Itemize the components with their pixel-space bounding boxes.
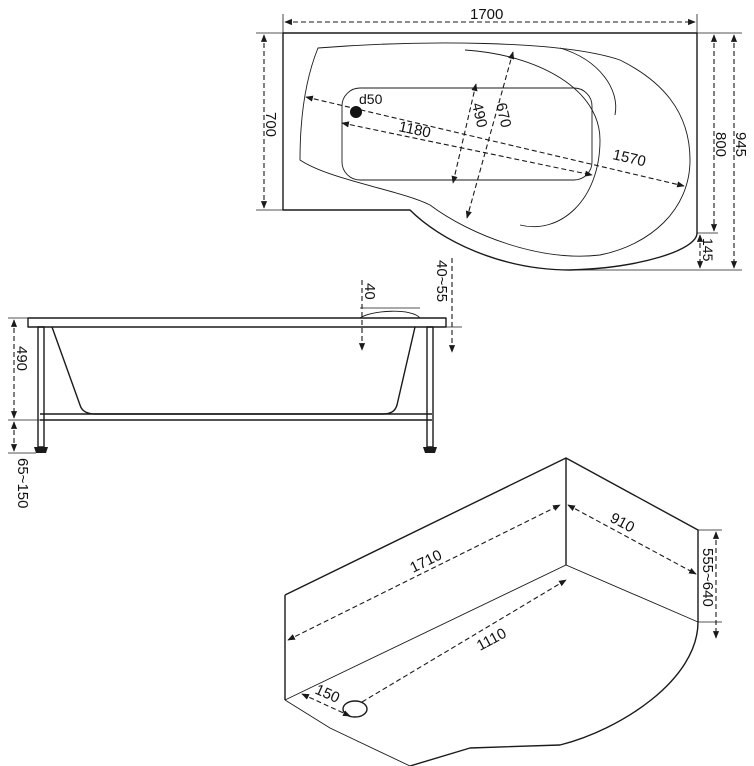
dim-1180 xyxy=(341,121,593,177)
dim-iso-150 xyxy=(301,693,351,717)
side-view-rim-lip xyxy=(359,310,421,319)
side-view-leg-right xyxy=(426,326,434,448)
label-side-490: 490 xyxy=(13,346,30,371)
label-1700: 1700 xyxy=(470,6,503,23)
label-700: 700 xyxy=(262,112,279,137)
top-view: d50 1700 700 800 945 145 1180 1570 490 xyxy=(256,6,749,271)
side-view: 490 65~150 40 40~55 xyxy=(8,258,462,508)
side-view-rim xyxy=(27,317,447,328)
iso-top-face xyxy=(284,457,699,766)
top-view-seat-curve xyxy=(464,49,601,227)
label-670: 670 xyxy=(492,101,514,129)
label-145: 145 xyxy=(700,238,716,262)
dim-iso-1710 xyxy=(287,504,561,641)
label-iso-1110: 1110 xyxy=(474,625,509,655)
dim-iso-1110 xyxy=(361,579,567,703)
iso-view: 1710 910 555~640 1110 150 xyxy=(284,457,722,766)
iso-bottom-edge xyxy=(284,699,411,766)
label-iso-height: 555~640 xyxy=(699,548,716,607)
side-view-foot-right xyxy=(423,447,437,453)
label-iso-150: 150 xyxy=(312,681,342,707)
label-945: 945 xyxy=(732,132,749,157)
side-view-leg-left xyxy=(37,326,45,448)
iso-floor-edge xyxy=(284,564,699,701)
dim-490-top xyxy=(451,83,478,184)
label-1180: 1180 xyxy=(397,118,432,141)
top-view-seat-curve-2 xyxy=(559,47,617,116)
label-1570: 1570 xyxy=(611,146,647,170)
label-iso-1710: 1710 xyxy=(407,547,444,577)
drain-hole xyxy=(350,106,362,118)
drain-label: d50 xyxy=(359,91,383,107)
label-490-top: 490 xyxy=(468,101,490,129)
dim-670 xyxy=(465,51,515,219)
side-view-tub-body xyxy=(51,326,416,415)
top-view-outer-outline xyxy=(282,32,698,271)
label-side-leg: 65~150 xyxy=(14,458,31,508)
dim-iso-910 xyxy=(567,504,697,575)
label-side-40: 40 xyxy=(361,283,378,300)
side-view-foot-left xyxy=(34,447,48,453)
label-iso-910: 910 xyxy=(607,510,637,537)
label-side-40-55: 40~55 xyxy=(433,260,450,302)
label-800: 800 xyxy=(712,132,729,157)
